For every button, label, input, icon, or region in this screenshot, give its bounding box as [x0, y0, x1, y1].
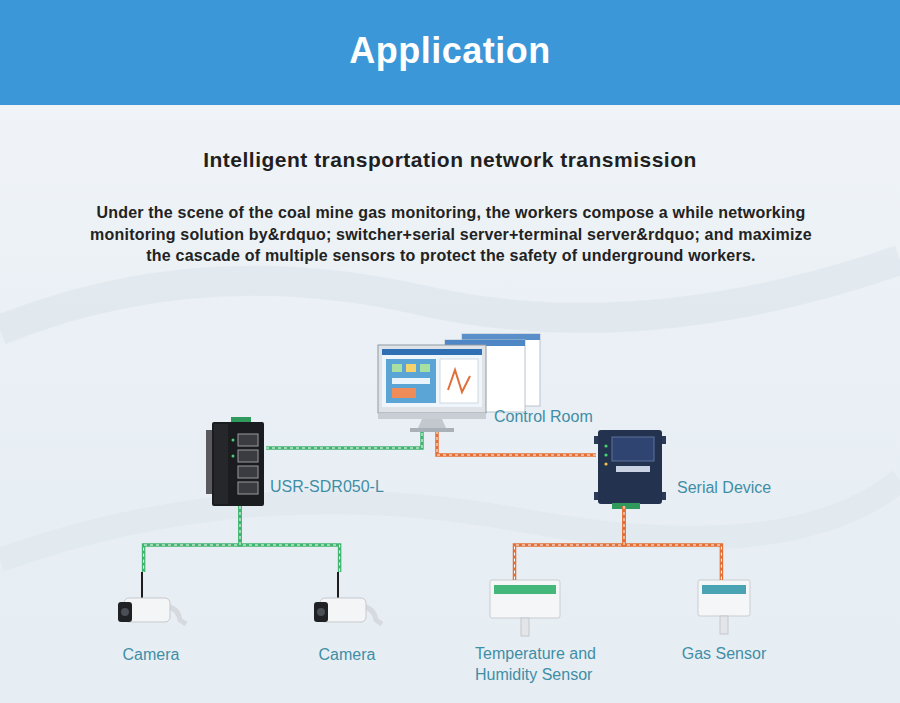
description-text: Under the scene of the coal mine gas mon…	[80, 202, 822, 267]
network-cable	[624, 506, 721, 580]
sensor-illustration	[490, 580, 560, 618]
device-label: USR-SDR050-L	[270, 476, 410, 497]
device-node: USR-SDR050-L	[212, 418, 266, 506]
network-cable	[515, 506, 625, 580]
background-streaks	[0, 260, 900, 560]
sensor-illustration	[490, 580, 560, 636]
network-cable	[437, 432, 596, 455]
camera-illustration	[314, 572, 382, 624]
serial-device-illustration	[612, 503, 640, 509]
device-label: Gas Sensor	[652, 643, 796, 664]
page-title: Application	[0, 30, 900, 72]
cable-highlight	[437, 432, 596, 455]
section-subtitle: Intelligent transportation network trans…	[0, 147, 900, 173]
serial-device-illustration	[616, 466, 650, 472]
monitor-illustration	[392, 378, 430, 384]
network-cable	[240, 506, 340, 572]
device-label: Control Room	[494, 406, 624, 427]
switch-illustration	[238, 466, 258, 478]
cable-highlight	[515, 506, 625, 580]
cable-group	[266, 432, 422, 448]
monitor-illustration	[386, 359, 436, 403]
background-streaks	[0, 260, 900, 330]
sensor-illustration	[720, 616, 728, 634]
device-node: Serial Device	[596, 430, 664, 506]
switch-illustration	[206, 417, 264, 506]
camera-illustration	[118, 602, 132, 622]
cable-highlight	[144, 506, 240, 572]
camera-illustration	[317, 608, 325, 616]
camera-illustration	[118, 572, 186, 624]
switch-illustration	[232, 439, 235, 442]
monitor-illustration	[382, 349, 482, 407]
serial-device-illustration	[612, 437, 654, 461]
serial-device-illustration	[594, 430, 666, 509]
monitor-illustration	[448, 370, 470, 392]
serial-device-illustration	[598, 430, 662, 504]
monitor-illustration	[462, 334, 540, 340]
switch-illustration	[214, 424, 228, 504]
monitor-illustration	[378, 345, 486, 413]
cable-group	[437, 432, 596, 455]
switch-illustration	[206, 430, 212, 494]
monitor-illustration	[392, 364, 402, 372]
sensor-illustration	[521, 618, 529, 636]
device-node: Gas Sensor	[698, 580, 750, 636]
device-node: Camera	[114, 572, 188, 634]
monitor-illustration	[440, 359, 478, 403]
switch-illustration	[238, 482, 258, 494]
cable-group	[144, 506, 240, 572]
camera-illustration	[121, 608, 129, 616]
sensor-illustration	[494, 585, 556, 594]
cable-highlight	[624, 506, 721, 580]
serial-device-illustration	[604, 462, 607, 465]
cable-highlight	[240, 506, 340, 572]
serial-device-illustration	[604, 444, 607, 447]
monitor-illustration	[378, 413, 486, 419]
monitor-illustration	[420, 364, 430, 372]
cable-group	[624, 506, 721, 580]
sensor-illustration	[698, 580, 750, 634]
monitor-illustration	[418, 419, 446, 428]
sensor-illustration	[698, 580, 750, 616]
sensor-illustration	[702, 585, 746, 594]
switch-illustration	[238, 434, 258, 446]
monitor-illustration	[410, 428, 454, 432]
device-node: Camera	[310, 572, 384, 634]
cable-group	[240, 506, 340, 572]
cable-group	[515, 506, 625, 580]
switch-illustration	[238, 450, 258, 462]
switch-illustration	[232, 455, 235, 458]
device-label: Temperature and Humidity Sensor	[475, 643, 615, 685]
switch-illustration	[212, 422, 264, 506]
device-node: Temperature and Humidity Sensor	[490, 580, 560, 636]
monitor-illustration	[406, 364, 416, 372]
device-label: Serial Device	[677, 477, 807, 498]
monitor-illustration	[382, 349, 482, 355]
serial-device-illustration	[604, 453, 607, 456]
cable-highlight	[266, 432, 422, 448]
device-label: Camera	[277, 644, 417, 665]
device-node: Control Room	[378, 345, 486, 432]
camera-illustration	[314, 602, 328, 622]
monitor-illustration	[392, 388, 416, 398]
network-cable	[266, 432, 422, 448]
network-cable	[144, 506, 240, 572]
device-label: Camera	[81, 644, 221, 665]
